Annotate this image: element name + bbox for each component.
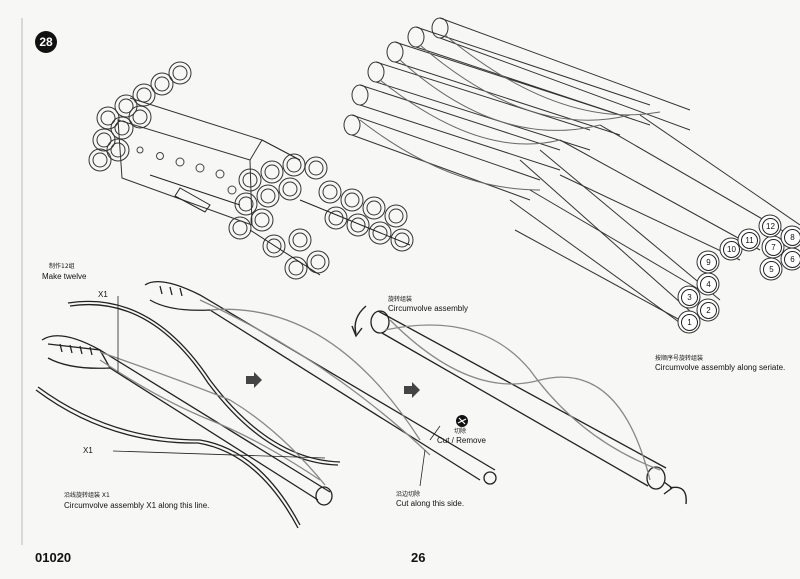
rotate-arrow-icon [663, 481, 687, 505]
circumvolve-label-zh: 旋转组装 [388, 296, 413, 303]
cut-side-label: Cut along this side. [396, 499, 465, 508]
tube-number-1: 1 [681, 314, 698, 331]
tube-number-4: 4 [700, 276, 717, 293]
x1-bottom-label: X1 [83, 446, 93, 455]
step-number-badge: 28 [35, 31, 57, 53]
tube-number-11: 11 [741, 232, 758, 249]
product-code: 01020 [35, 550, 72, 565]
x1-top-label: X1 [98, 290, 108, 299]
tube-number-7: 7 [765, 239, 782, 256]
x1-line-label-zh: 沿线旋转组装 X1 [64, 492, 110, 499]
circumvolve-label: Circumvolve assembly [388, 304, 469, 313]
cut-remove-label: Cut / Remove [437, 436, 486, 445]
tube-number-2: 2 [700, 302, 717, 319]
tube-number-9: 9 [700, 254, 717, 271]
along-seriate-label: Circumvolve assembly along seriate. [655, 363, 786, 372]
make-twelve-label: Make twelve [42, 272, 87, 281]
tube-number-6: 6 [784, 251, 800, 268]
page-number: 26 [411, 550, 426, 565]
rocket-tube-bundle-drawing [343, 17, 800, 334]
tube-number-5: 5 [763, 261, 780, 278]
cut-icon [456, 415, 468, 427]
tube-number-8: 8 [784, 229, 800, 246]
x1-line-label: Circumvolve assembly X1 along this line. [64, 501, 210, 510]
launcher-frame-drawing [88, 61, 414, 280]
tube-rails-drawing [35, 281, 667, 529]
tube-number-10: 10 [723, 241, 740, 258]
tube-number-12: 12 [762, 218, 779, 235]
make-twelve-label-zh: 制作12组 [49, 263, 75, 270]
along-seriate-label-zh: 按顺序号旋转组装 [655, 355, 704, 362]
tube-number-3: 3 [681, 289, 698, 306]
rotate-arrow-icon [351, 305, 367, 338]
arrow-right-icon [404, 382, 420, 398]
cut-remove-label-zh: 切除 [454, 428, 467, 435]
arrow-right-icon [246, 372, 262, 388]
cut-side-label-zh: 沿边切除 [396, 491, 421, 498]
